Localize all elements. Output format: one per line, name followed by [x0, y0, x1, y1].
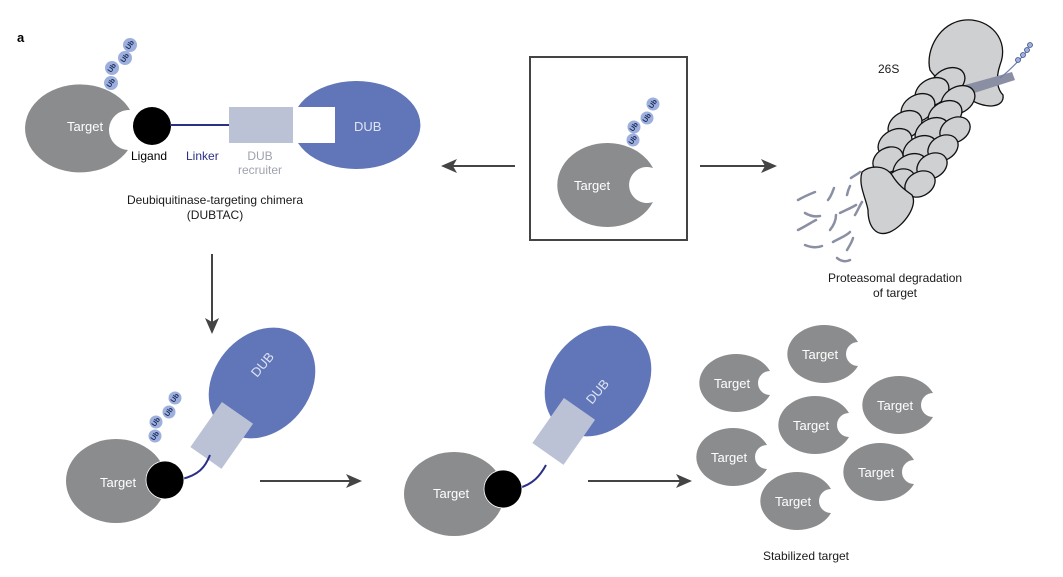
ubiquitin-bead [627, 120, 641, 134]
target-protein [787, 324, 858, 383]
target-label: Target [67, 119, 104, 134]
target-protein [760, 471, 831, 530]
ubiquitin-chain: Ub Ub Ub Ub [148, 391, 182, 443]
ub-label: Ub [150, 430, 161, 442]
dubtac-caption-line1: Deubiquitinase-targeting chimera [127, 193, 303, 207]
ub-label: Ub [628, 134, 639, 146]
dub-enzyme [208, 327, 316, 439]
ubiquitin-bead [148, 429, 162, 443]
ub-label: Ub [107, 62, 118, 74]
ubiquitin-bead [105, 61, 119, 75]
target-label: Target [714, 376, 751, 391]
ubiquitin-bead [123, 38, 137, 52]
ubiquitin-bead [118, 51, 132, 65]
recruiter-label-line1: DUB [247, 149, 272, 163]
ubiquitin-bead [168, 391, 182, 405]
deubiquitinated-complex: Target DUB [404, 325, 652, 536]
proteasome-label: 26S [878, 62, 899, 76]
stabilized-target: Target [787, 324, 858, 383]
ternary-complex: Target Ub Ub Ub Ub DUB [66, 327, 316, 523]
ligand [145, 460, 185, 500]
proteasome-cap-bottom [860, 166, 915, 235]
ub-label: Ub [170, 392, 181, 404]
ub-label: Ub [151, 416, 162, 428]
recruiter-label-line2: recruiter [238, 163, 282, 177]
proteasome-caption-line2: of target [873, 286, 918, 300]
target-protein [25, 84, 130, 173]
stabilized-target: Target [843, 442, 914, 501]
dub-recruiter [190, 401, 254, 469]
linker [518, 464, 547, 489]
ub-label: Ub [164, 406, 175, 418]
target-protein [843, 442, 914, 501]
ubiquitin-bead [149, 415, 163, 429]
target-protein [778, 396, 849, 454]
ub-label: Ub [106, 77, 117, 89]
dubtac-schematic: Target Ub Ub Ub Ub DUB Ligand Linker DUB… [25, 38, 421, 222]
target-label: Target [574, 178, 611, 193]
ligand [483, 469, 523, 509]
stabilized-targets: TargetTargetTargetTargetTargetTargetTarg… [696, 324, 933, 530]
substrate-tail [999, 49, 1029, 79]
ub-label: Ub [642, 112, 653, 124]
ubiquitin-chain: Ub Ub Ub Ub [104, 38, 137, 90]
ubiquitin-chain: Ub Ub Ub Ub [626, 97, 660, 147]
box-frame [529, 56, 688, 241]
target-label: Target [711, 450, 748, 465]
target-protein [696, 428, 767, 486]
substrate-channel [965, 72, 1015, 95]
stabilized-target: Target [699, 353, 770, 412]
ub-label: Ub [120, 52, 131, 64]
ub-label: Ub [648, 98, 659, 110]
target-label: Target [775, 494, 812, 509]
target-label: Target [433, 486, 470, 501]
linker [181, 454, 211, 480]
dub-label: DUB [354, 119, 381, 134]
ubiquitin-bead [646, 97, 660, 111]
target-protein [66, 439, 166, 523]
ubiquitin-bead [104, 76, 118, 90]
target-label: Target [793, 418, 830, 433]
stabilized-target: Target [760, 471, 831, 530]
target-label: Target [858, 465, 895, 480]
core-particle [872, 66, 976, 198]
ubiquitin-chain-small [1015, 42, 1033, 63]
stabilized-target: Target [778, 396, 849, 454]
target-label: Target [877, 398, 914, 413]
ubiquitin-bead [162, 405, 176, 419]
peptide-fragments [796, 170, 864, 263]
ub-label: Ub [125, 39, 136, 51]
target-protein [862, 376, 933, 434]
ubiquitin-bead [640, 111, 654, 125]
target-label: Target [802, 347, 839, 362]
dub-recruiter [532, 397, 596, 465]
ub-label: Ub [629, 121, 640, 133]
target-protein [699, 353, 770, 412]
target-protein [557, 143, 653, 228]
ubiquitin-bead [626, 133, 640, 147]
proteasome-26s [860, 19, 1033, 235]
ligand [133, 107, 171, 145]
dub-recruiter [229, 107, 293, 143]
stabilized-caption: Stabilized target [763, 549, 850, 563]
dub-enzyme [298, 80, 421, 169]
dubtac-caption-line2: (DUBTAC) [187, 208, 243, 222]
linker-label: Linker [186, 149, 219, 163]
target-label: Target [100, 475, 137, 490]
proteasome-caption-line1: Proteasomal degradation [828, 271, 962, 285]
panel-letter: a [17, 30, 25, 45]
ubiquitinated-target-box: Target Ub Ub Ub Ub [529, 56, 688, 241]
stabilized-target: Target [696, 428, 767, 486]
ligand-label: Ligand [131, 149, 167, 163]
target-protein [404, 452, 504, 536]
stabilized-target: Target [862, 376, 933, 434]
